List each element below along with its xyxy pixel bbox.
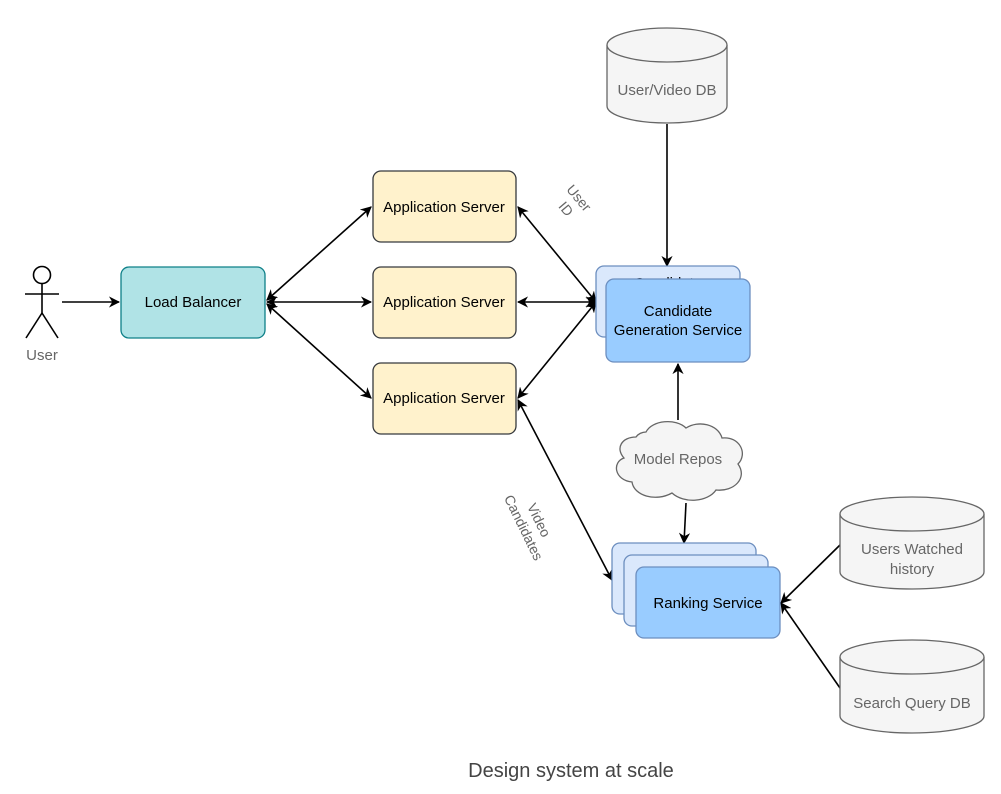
app-server-node-2[interactable]: Application Server xyxy=(372,266,517,339)
diagram-caption: Design system at scale xyxy=(468,760,674,782)
database-icon xyxy=(839,496,985,590)
edge-label-video-candidates: Video Candidates xyxy=(501,492,554,563)
load-balancer-box xyxy=(120,266,266,339)
stick-figure-icon xyxy=(25,265,59,339)
model-repos-node[interactable]: Model Repos xyxy=(615,421,743,501)
model-repos-label: Model Repos xyxy=(634,451,722,468)
edge-label-user-id: User ID xyxy=(555,181,594,219)
candidate-service-box xyxy=(605,278,751,363)
user-video-db-label: User/Video DB xyxy=(618,82,717,99)
app-server-label: Application Server xyxy=(383,199,505,216)
load-balancer-node[interactable]: Load Balancer xyxy=(120,266,266,339)
edge-watched-history-to-ranking xyxy=(780,544,841,604)
ranking-service-box xyxy=(635,566,781,639)
ranking-service-node[interactable]: Ranking Service xyxy=(611,542,781,639)
user-actor[interactable]: User xyxy=(25,265,59,365)
user-video-db-node[interactable]: User/Video DB xyxy=(606,27,728,124)
candidate-service-label-line1: Candidate xyxy=(644,303,712,320)
app-server-node-1[interactable]: Application Server xyxy=(372,170,517,243)
edge-load-balancer-app-server-1 xyxy=(266,206,372,301)
users-watched-history-db-node[interactable]: Users Watched history xyxy=(839,496,985,590)
app-server-label: Application Server xyxy=(383,390,505,407)
edges xyxy=(62,124,841,689)
search-query-db-label: Search Query DB xyxy=(853,695,971,712)
database-icon xyxy=(606,27,728,124)
ranking-service-label: Ranking Service xyxy=(653,595,762,612)
database-icon xyxy=(839,639,985,734)
app-server-box xyxy=(372,170,517,243)
load-balancer-label: Load Balancer xyxy=(145,294,242,311)
app-server-label: Application Server xyxy=(383,294,505,311)
edge-app-server-3-ranking xyxy=(517,399,613,581)
search-query-db-node[interactable]: Search Query DB xyxy=(839,639,985,734)
edge-load-balancer-app-server-3 xyxy=(266,303,372,399)
cloud-icon xyxy=(615,421,743,501)
app-server-box xyxy=(372,266,517,339)
app-server-box xyxy=(372,362,517,435)
users-watched-history-label-line1: Users Watched xyxy=(861,541,963,558)
users-watched-history-label-line2: history xyxy=(890,561,935,578)
edge-model-repos-to-ranking xyxy=(678,502,691,545)
candidate-service-label-line2: Generation Service xyxy=(614,322,742,339)
app-server-node-3[interactable]: Application Server xyxy=(372,362,517,435)
edge-app-server-3-candidate xyxy=(517,301,597,399)
edge-search-db-to-ranking xyxy=(780,602,841,689)
user-label: User xyxy=(26,347,58,364)
edge-app-server-1-candidate xyxy=(517,206,597,303)
candidate-generation-service-node[interactable]: Candidate Candidate Generation Service xyxy=(595,265,751,363)
candidate-service-back-label: Candidate xyxy=(634,275,702,292)
